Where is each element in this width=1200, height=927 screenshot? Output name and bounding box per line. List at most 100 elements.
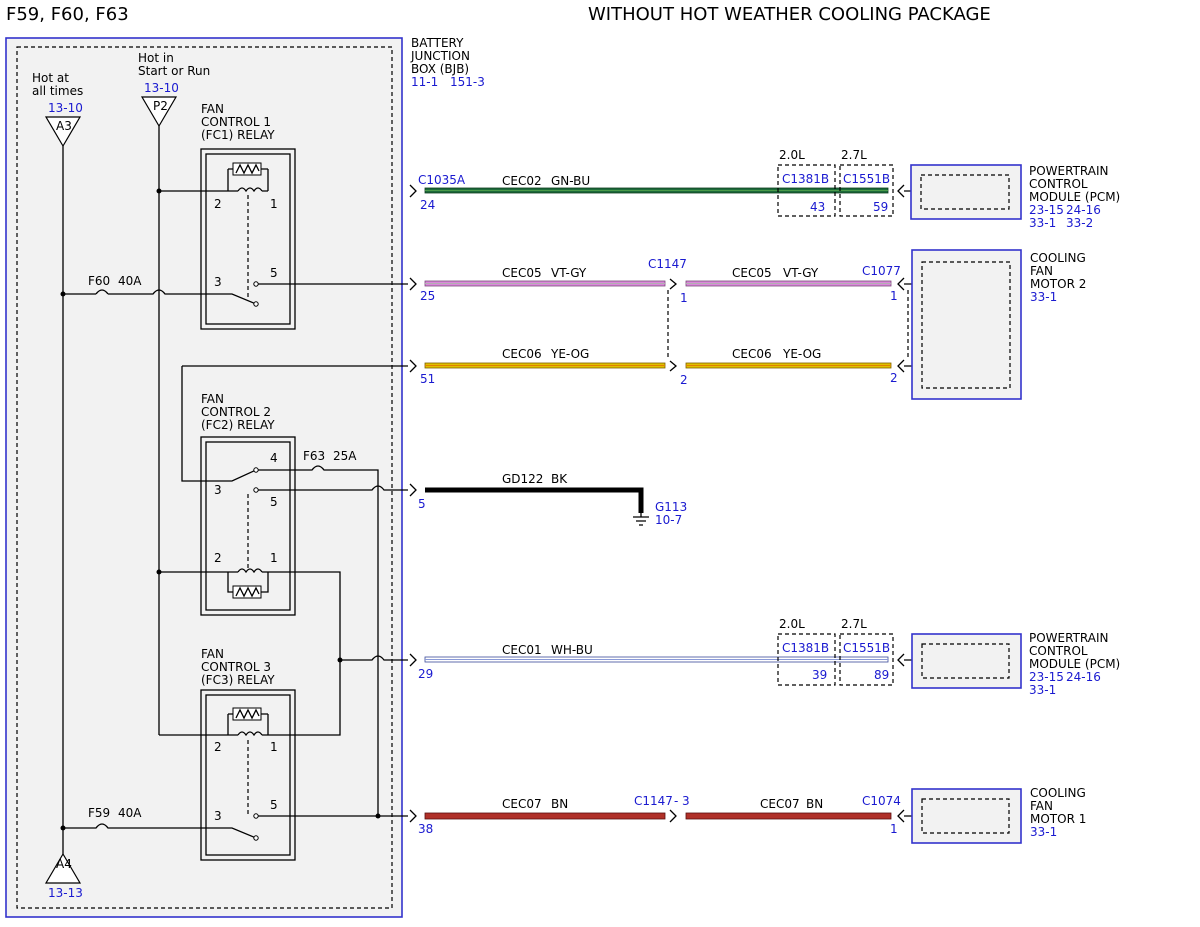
fan2-name-1: COOLING (1030, 251, 1086, 265)
fuse-f60: F60 40A (88, 274, 142, 288)
fc2-name-line1: FAN (201, 392, 224, 406)
wire-cec05-right[interactable]: CEC05 VT-GY (685, 266, 892, 287)
wire-gd122[interactable]: 5 GD122 BK (418, 472, 644, 513)
cec01-color: WH-BU (551, 643, 593, 657)
g113-ref[interactable]: 10-7 (655, 513, 682, 527)
pcm-top-ref-3[interactable]: 33-1 (1029, 216, 1056, 230)
pcm-top-name-2: CONTROL (1029, 177, 1088, 191)
fc1-switch (63, 281, 408, 307)
fc3-pin-2: 2 (214, 740, 222, 754)
a3-label-line2: all times (32, 84, 83, 98)
f63-name: F63 (303, 449, 325, 463)
g113-name[interactable]: G113 (655, 500, 687, 514)
pcm-bottom-name-3: MODULE (PCM) (1029, 657, 1120, 671)
pcm-connector-top[interactable]: 2.0L 2.7L C1381B C1551B 43 59 (777, 148, 894, 217)
pcm-module-bottom[interactable]: POWERTRAIN CONTROL MODULE (PCM) 23-15 24… (897, 631, 1120, 697)
pcm-bottom-conn-2[interactable]: C1551B (843, 641, 890, 655)
fan-motor-1[interactable]: C1074 1 COOLING FAN MOTOR 1 33-1 (862, 786, 1086, 844)
pcm-bottom-pin-2: 89 (874, 668, 889, 682)
pcm-top-conn-2[interactable]: C1551B (843, 172, 890, 186)
pcm-bottom-ref-3[interactable]: 33-1 (1029, 683, 1056, 697)
pcm-bottom-ref-2[interactable]: 24-16 (1066, 670, 1101, 684)
fc1-name-line3: (FC1) RELAY (201, 128, 275, 142)
pcm-bottom-engine-2: 2.7L (841, 617, 867, 631)
pcm-top-engine-1: 2.0L (779, 148, 805, 162)
fc3-name-line2: CONTROL 3 (201, 660, 271, 674)
cec05-pin: 25 (420, 289, 435, 303)
pcm-connector-bottom[interactable]: 2.0L 2.7L C1381B C1551B 39 89 (777, 617, 894, 686)
cec06-color: YE-OG (550, 347, 589, 361)
fan2-ref[interactable]: 33-1 (1030, 290, 1057, 304)
fan1-ref[interactable]: 33-1 (1030, 825, 1057, 839)
fc2-pin-2: 2 (214, 551, 222, 565)
cec06-right-color: YE-OG (782, 347, 821, 361)
pcm-module-top[interactable]: POWERTRAIN CONTROL MODULE (PCM) 23-15 24… (897, 164, 1120, 230)
cec02-circuit: CEC02 (502, 174, 542, 188)
inline-connector-c1147[interactable]: C1147 1 2 (648, 257, 688, 387)
p2-pin: P2 (153, 99, 168, 113)
fc1-name-line1: FAN (201, 102, 224, 116)
cec01-pin: 29 (418, 667, 433, 681)
wire-cec07-right[interactable]: CEC07 BN (685, 797, 892, 820)
cec07-right-circuit: CEC07 (760, 797, 800, 811)
fc3-switch (63, 813, 408, 841)
bjb-ref-2[interactable]: 151-3 (450, 75, 485, 89)
bjb-name-line2: JUNCTION (410, 49, 470, 63)
fc3-pin-5: 5 (270, 798, 278, 812)
f63-rating: 25A (333, 449, 357, 463)
pcm-top-ref-4[interactable]: 33-2 (1066, 216, 1093, 230)
c1077-label[interactable]: C1077 (862, 264, 901, 278)
a3-pin: A3 (56, 119, 72, 133)
p2-label-line2: Start or Run (138, 64, 210, 78)
a3-label-line1: Hot at (32, 71, 69, 85)
wire-cec05[interactable]: 25 CEC05 VT-GY (420, 266, 666, 303)
power-feed-a4: A4 13-13 (44, 852, 83, 900)
fc2-pin-4: 4 (270, 451, 278, 465)
pcm-bottom-ref-1[interactable]: 23-15 (1029, 670, 1064, 684)
fuse-f59: F59 40A (88, 806, 142, 820)
p2-label-line1: Hot in (138, 51, 174, 65)
fan-motor-2[interactable]: C1077 1 2 COOLING FAN MOTOR 2 33-1 (862, 249, 1086, 400)
fan2-name-3: MOTOR 2 (1030, 277, 1086, 291)
fc2-pin-5: 5 (270, 495, 278, 509)
inline-connector-c1147-3[interactable]: C1147 - 3 (634, 794, 690, 823)
gd122-color: BK (551, 472, 568, 486)
fc3-name-line3: (FC3) RELAY (201, 673, 275, 687)
pcm-top-pin-2: 59 (873, 200, 888, 214)
a3-ref[interactable]: 13-10 (48, 101, 83, 115)
wire-cec01[interactable]: 29 CEC01 WH-BU (418, 643, 889, 681)
page-title-package: WITHOUT HOT WEATHER COOLING PACKAGE (588, 4, 991, 25)
fc1-name-line2: CONTROL 1 (201, 115, 271, 129)
power-feed-p2: Hot in Start or Run 13-10 P2 (138, 51, 210, 128)
bjb-ref-1[interactable]: 11-1 (411, 75, 438, 89)
wire-cec07[interactable]: 38 CEC07 BN (418, 797, 666, 836)
power-feed-a3: Hot at all times 13-10 A3 (32, 71, 83, 148)
fan1-pin: 1 (890, 822, 898, 836)
fc3-pin-3: 3 (214, 809, 222, 823)
cec05-right-circuit: CEC05 (732, 266, 772, 280)
f60-rating: 40A (118, 274, 142, 288)
fc2-name-line3: (FC2) RELAY (201, 418, 275, 432)
wire-cec02[interactable]: C1035A 24 CEC02 GN-BU (418, 173, 889, 212)
p2-ref[interactable]: 13-10 (144, 81, 179, 95)
c1074-label[interactable]: C1074 (862, 794, 901, 808)
cec07-right-color: BN (806, 797, 823, 811)
cec06-pin: 51 (420, 372, 435, 386)
a4-ref[interactable]: 13-13 (48, 886, 83, 900)
c1147-3-label[interactable]: C1147 (634, 794, 673, 808)
pcm-top-ref-2[interactable]: 24-16 (1066, 203, 1101, 217)
c1147-label[interactable]: C1147 (648, 257, 687, 271)
wire-cec06-right[interactable]: CEC06 YE-OG (685, 347, 892, 369)
pcm-top-name-1: POWERTRAIN (1029, 164, 1109, 178)
pcm-top-ref-1[interactable]: 23-15 (1029, 203, 1064, 217)
fc2-pin-1: 1 (270, 551, 278, 565)
c1035a-connector[interactable]: C1035A (418, 173, 466, 187)
pcm-bottom-conn-1[interactable]: C1381B (782, 641, 829, 655)
pcm-top-conn-1[interactable]: C1381B (782, 172, 829, 186)
fan1-name-3: MOTOR 1 (1030, 812, 1086, 826)
a4-pin: A4 (56, 857, 72, 871)
cec07-color: BN (551, 797, 568, 811)
fc3-name-line1: FAN (201, 647, 224, 661)
wire-cec06[interactable]: 51 CEC06 YE-OG (420, 347, 666, 386)
svg-text:-: - (674, 794, 678, 808)
